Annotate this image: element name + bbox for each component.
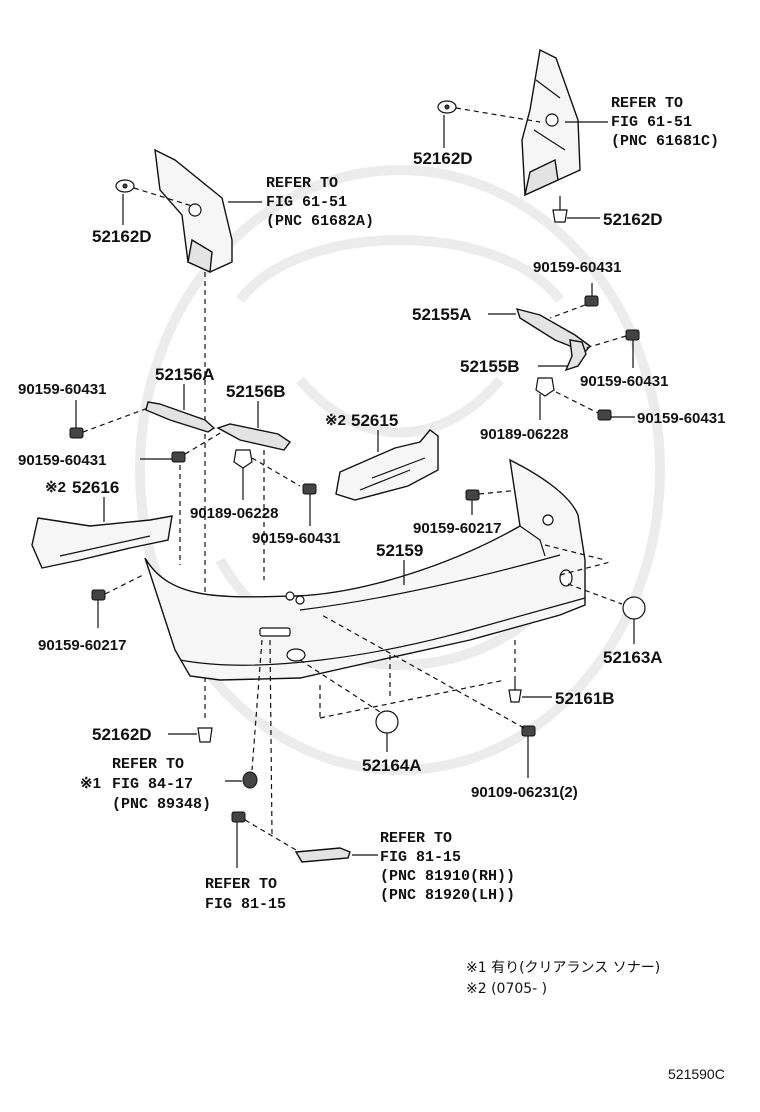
ref-a-line1: REFER TO [611, 95, 683, 112]
retainer-52156B[interactable] [216, 423, 292, 451]
label-90159-60431-top: 90159-60431 [533, 259, 621, 276]
upper-left-bracket[interactable] [154, 148, 233, 274]
label-90159-60431-center: 90159-60431 [252, 530, 340, 547]
clip-52162D-left[interactable] [115, 179, 135, 193]
footnote-1: ※1 有り(クリアランス ソナー) [466, 960, 660, 976]
label-52162D-left: 52162D [92, 227, 152, 246]
label-90159-60431-right: 90159-60431 [637, 410, 725, 427]
label-90159-60431-left-top: 90159-60431 [18, 381, 106, 398]
note2-mark-52615: ※2 [325, 412, 346, 429]
ref-c-line3: (PNC 89348) [112, 796, 211, 813]
ref-a-line2: FIG 61-51 [611, 114, 692, 131]
clip-52162D-top-right[interactable] [437, 100, 457, 114]
fastener-90159-60431-left[interactable] [171, 451, 186, 463]
label-90189-06228-right: 90189-06228 [480, 426, 568, 443]
cap-52163A[interactable] [622, 596, 646, 620]
sensor-89348[interactable] [242, 771, 258, 789]
label-90159-60217-right: 90159-60217 [413, 520, 501, 537]
label-52162D-top-left: 52162D [413, 149, 473, 168]
ref-d-line3: (PNC 81910(RH)) [380, 868, 515, 885]
label-52162D-bottom: 52162D [92, 725, 152, 744]
label-52161B: 52161B [555, 689, 615, 708]
ref-e-line2: FIG 81-15 [205, 896, 286, 913]
absorber-52615[interactable] [335, 429, 439, 501]
label-90189-06228-left: 90189-06228 [190, 505, 278, 522]
label-52156B: 52156B [226, 382, 286, 401]
ref-c-line2: FIG 84-17 [112, 776, 193, 793]
label-52163A: 52163A [603, 648, 663, 667]
cap-52164A[interactable] [375, 710, 399, 734]
label-52159: 52159 [376, 541, 423, 560]
ref-b-line2: FIG 61-51 [266, 194, 347, 211]
fastener-90159-60431-right[interactable] [597, 409, 612, 421]
label-52162D-right: 52162D [603, 210, 663, 229]
label-52156A: 52156A [155, 365, 215, 384]
label-90159-60431-left: 90159-60431 [18, 452, 106, 469]
label-52155B: 52155B [460, 357, 520, 376]
clip-52162D-under-right-bracket[interactable] [552, 196, 568, 223]
ref-b-line3: (PNC 61682A) [266, 213, 374, 230]
fastener-90159-60431-top[interactable] [584, 283, 599, 307]
note1-mark: ※1 [80, 775, 101, 792]
label-52155A: 52155A [412, 305, 472, 324]
note2-mark-52616: ※2 [45, 479, 66, 496]
absorber-52616[interactable] [31, 515, 173, 569]
ref-a-line3: (PNC 61681C) [611, 133, 719, 150]
nut-90189-06228-right[interactable] [535, 377, 555, 397]
ref-d-line2: FIG 81-15 [380, 849, 461, 866]
ref-c-line1: REFER TO [112, 756, 184, 773]
label-52616: 52616 [72, 478, 119, 497]
footnote-2: ※2 (0705- ) [466, 981, 547, 997]
ref-e-line1: REFER TO [205, 876, 277, 893]
upper-right-bracket[interactable] [521, 48, 581, 197]
fastener-90159-60217-right[interactable] [465, 489, 480, 501]
nut-90189-06228-left[interactable] [233, 449, 253, 469]
clip-52162D-bottom[interactable] [197, 727, 213, 743]
label-52615: 52615 [351, 411, 398, 430]
ref-b-line1: REFER TO [266, 175, 338, 192]
retainer-52156A[interactable] [145, 401, 216, 433]
label-90159-60217-left: 90159-60217 [38, 637, 126, 654]
fastener-90159-60431-mid-right[interactable] [625, 329, 640, 341]
figure-code: 521590C [668, 1066, 725, 1082]
fastener-90159-60431-center[interactable] [302, 483, 317, 495]
bumper-cover-52159[interactable] [144, 458, 586, 681]
label-52164A: 52164A [362, 756, 422, 775]
fastener-90159-60431-left-top[interactable] [69, 427, 84, 439]
fastener-90159-60217-left[interactable] [91, 589, 106, 601]
retainer-52155B[interactable] [564, 339, 587, 372]
screw-reflector[interactable] [231, 811, 246, 823]
ref-d-line1: REFER TO [380, 830, 452, 847]
reflector-81910[interactable] [294, 847, 351, 863]
ref-d-line4: (PNC 81920(LH)) [380, 887, 515, 904]
label-90159-60431-mid-right: 90159-60431 [580, 373, 668, 390]
label-90109-06231: 90109-06231(2) [471, 784, 578, 801]
clip-52161B[interactable] [508, 678, 522, 703]
